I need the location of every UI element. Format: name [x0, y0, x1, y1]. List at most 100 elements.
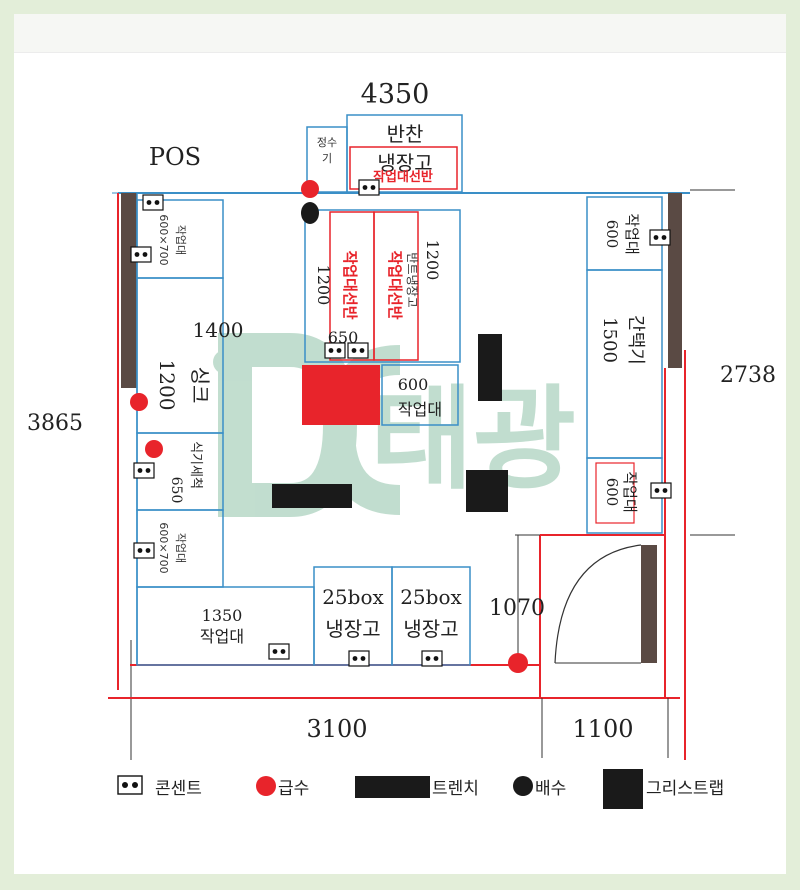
center-size-1200-b: 1200 — [423, 240, 442, 281]
door — [554, 544, 657, 664]
right-bottom-red-box — [595, 462, 635, 524]
drain-point-top — [301, 202, 319, 224]
center-cabinet — [304, 209, 461, 363]
center-red-label-2: 작업대선반 — [386, 250, 404, 319]
banchan-sub: 냉장고 — [377, 151, 432, 175]
water-supply-point-bottom — [508, 653, 528, 673]
outlet-icon — [421, 650, 443, 667]
trench-horizontal — [272, 484, 352, 508]
center-red-label-1: 작업대선반 — [341, 250, 359, 319]
outlet-icon — [649, 229, 671, 246]
workbench-600-size: 600 — [398, 375, 429, 394]
dimension-labels: 4350 POS 2738 3865 3100 1100 1070 — [27, 79, 776, 743]
pos-label: POS — [149, 143, 201, 171]
bottom-left-label: 작업대 — [174, 533, 187, 563]
water-points — [130, 180, 528, 673]
center-size-650: 650 — [328, 328, 359, 347]
dishwasher-size: 650 — [168, 477, 184, 504]
legend-outlet-label: 콘센트 — [155, 779, 202, 799]
bottom-fixtures: 1350 작업대 25box 냉장고 25box 냉장고 — [136, 566, 471, 666]
water-supply-point-top — [301, 180, 319, 198]
fridge-25box-2 — [391, 566, 471, 666]
legend: 콘센트 급수 트렌치 배수 그리스트랩 — [117, 769, 724, 809]
right-bottom-size: 600 — [603, 478, 621, 507]
outlet-icon — [358, 179, 380, 196]
top-left-size: 600×700 — [157, 214, 170, 265]
center-red-shelf-2 — [373, 211, 419, 361]
legend-grease-trap-label: 그리스트랩 — [646, 779, 724, 799]
outlet-icon — [650, 482, 672, 499]
door-panel — [641, 545, 657, 663]
right-mid-unit — [586, 269, 663, 459]
right-mid-label: 간택기 — [625, 315, 646, 365]
fridge-1-label: 냉장고 — [325, 617, 380, 641]
right-bottom-label: 작업대 — [621, 471, 639, 512]
legend-drain-icon — [513, 776, 533, 796]
legend-water-supply-label: 급수 — [278, 779, 309, 799]
dimension-right: 2738 — [720, 363, 776, 388]
sink-size: 1200 — [155, 360, 179, 411]
outlets — [130, 179, 672, 667]
banchan-red-label: 작업대선반 — [373, 169, 433, 185]
outlet-icon — [348, 650, 370, 667]
workbench-600 — [381, 364, 459, 426]
workbench-600-label: 작업대 — [398, 400, 442, 419]
legend-drain-label: 배수 — [535, 779, 566, 799]
outlet-icon — [130, 246, 152, 263]
outlet-icon — [142, 194, 164, 211]
outlet-icon — [133, 462, 155, 479]
banchan-red-box — [349, 146, 458, 190]
outlet-icon — [268, 643, 290, 660]
trenches — [272, 334, 508, 512]
size-1400: 1400 — [193, 318, 244, 342]
water-purifier-label-1: 정수 — [317, 136, 337, 149]
center-size-1200-a: 1200 — [314, 265, 333, 306]
right-mid-size: 1500 — [599, 317, 620, 363]
dishwasher-label: 식기세척 — [188, 441, 203, 489]
red-grease-block — [302, 365, 380, 425]
legend-water-supply-icon — [256, 776, 276, 796]
dimension-bottom-right: 1100 — [572, 715, 633, 743]
outlet-icon — [133, 542, 155, 559]
left-dark-wall — [121, 193, 137, 388]
banchan-title: 반찬 — [387, 122, 424, 146]
workbench-1350-size: 1350 — [202, 606, 243, 625]
right-dark-wall — [668, 193, 682, 368]
door-swing-arc — [554, 544, 642, 664]
right-top-label: 작업대 — [623, 213, 641, 254]
dimension-left: 3865 — [27, 411, 83, 436]
watermark-dot — [213, 350, 237, 374]
center-side-label: 반트냉장고 — [405, 252, 419, 307]
bottom-left-size: 600×700 — [157, 522, 170, 573]
outlet-icon — [347, 342, 369, 359]
legend-grease-trap-icon — [603, 769, 643, 809]
water-supply-point-left — [130, 393, 148, 411]
left-fixtures: 600×700 작업대 1400 1200 싱크 650 식기세척 600×70… — [136, 199, 244, 588]
outlet-icon — [324, 342, 346, 359]
fridge-2-label: 냉장고 — [403, 617, 458, 641]
top-left-label: 작업대 — [174, 225, 187, 255]
center-island: 1200 작업대선반 작업대선반 반트냉장고 1200 650 600 작업대 — [302, 209, 461, 426]
water-supply-point-dish — [145, 440, 163, 458]
top-band — [14, 14, 786, 53]
top-fixtures: 정수 기 반찬 냉장고 작업대선반 — [306, 114, 463, 193]
sink-label: 싱크 — [188, 367, 212, 404]
legend-outlet-icon — [117, 775, 143, 795]
workbench-1350-label: 작업대 — [200, 627, 244, 646]
fridge-25box-1 — [313, 566, 393, 666]
legend-trench-label: 트렌치 — [432, 779, 479, 799]
banchan-fridge-box — [346, 114, 463, 193]
fridge-1-size: 25box — [322, 585, 384, 609]
trench-vertical — [478, 334, 502, 401]
dimension-door: 1070 — [489, 596, 545, 621]
water-purifier-label-2: 기 — [322, 152, 332, 165]
dimension-top: 4350 — [361, 79, 430, 110]
fridge-2-size: 25box — [400, 585, 462, 609]
legend-trench-icon — [355, 776, 430, 798]
drawing-frame — [14, 14, 786, 874]
right-top-size: 600 — [603, 220, 621, 249]
grease-trap-box — [466, 470, 508, 512]
watermark: 태광 — [213, 333, 576, 517]
sink-box — [136, 277, 224, 434]
